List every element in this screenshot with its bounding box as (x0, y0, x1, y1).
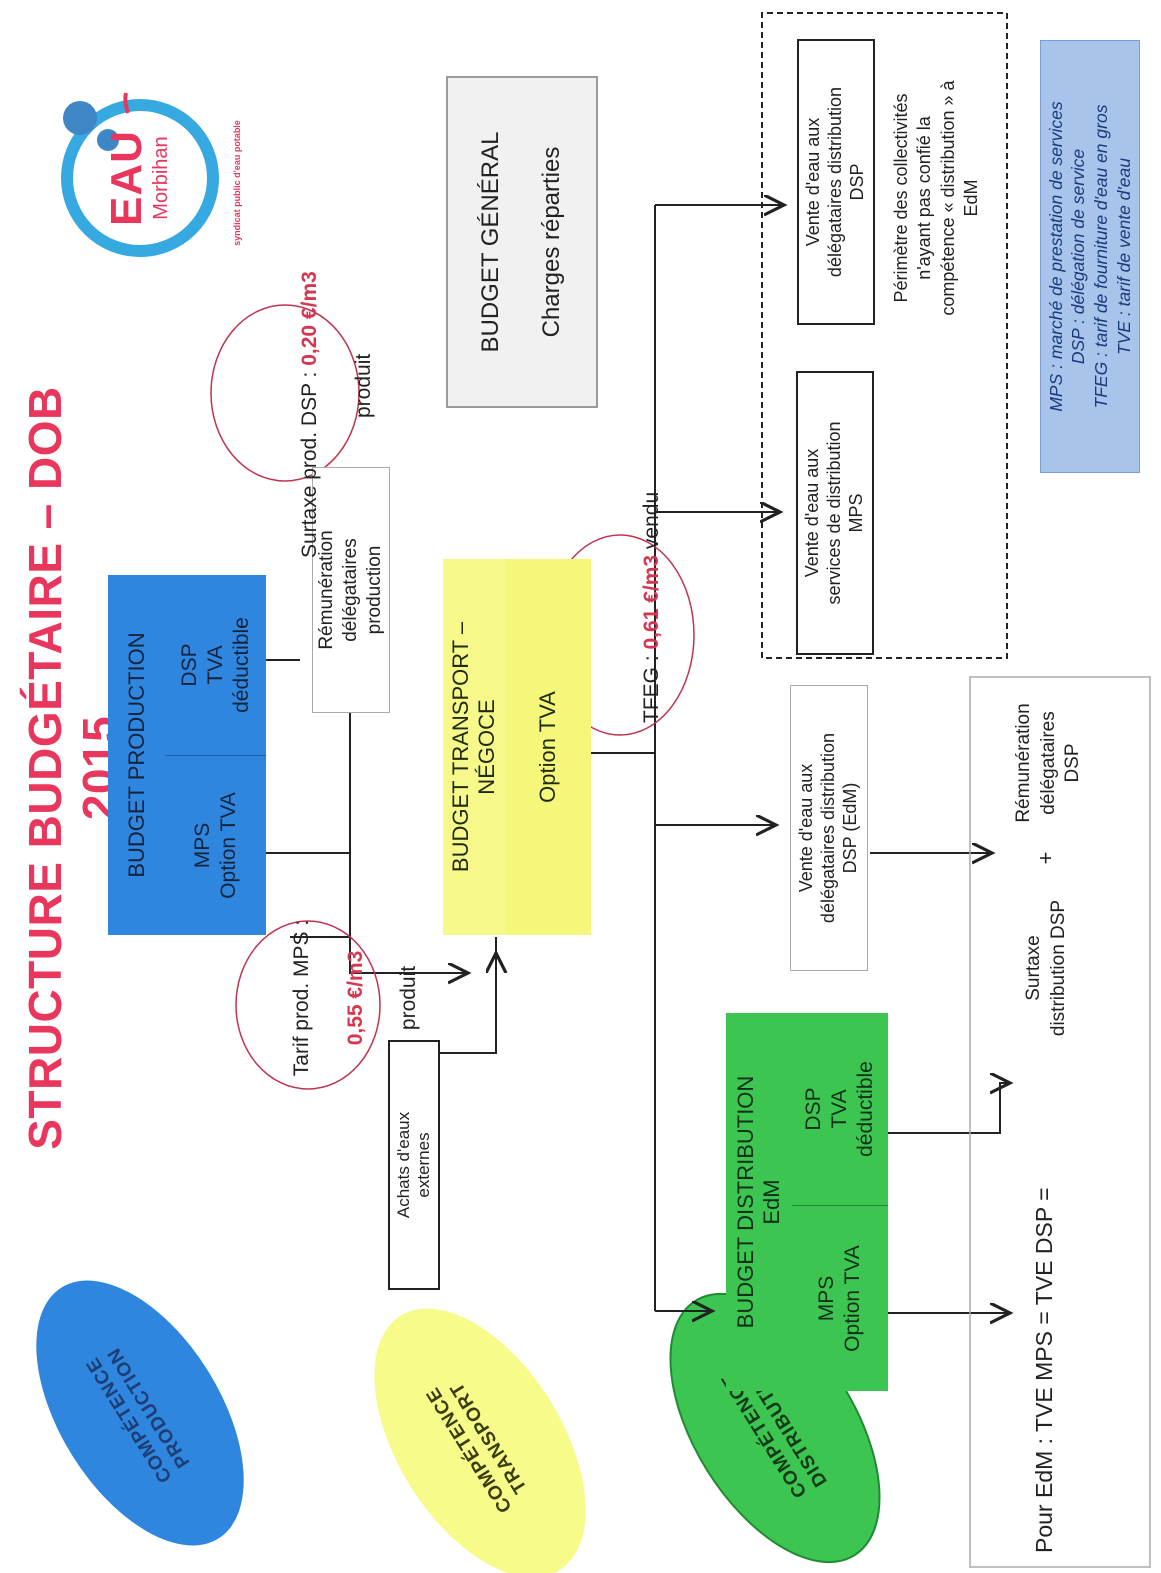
formula-left: Pour EdM : TVE MPS = TVE DSP = (1031, 1187, 1057, 1553)
budget-general-box: BUDGET GÉNÉRAL Charges réparties (446, 76, 598, 408)
formula-remuneration: Rémunération délégataires DSP (1013, 703, 1084, 823)
budget-transport-option: Option TVA (505, 559, 591, 935)
competence-production-ellipse (36, 1280, 244, 1546)
logo-swoosh-icon (123, 92, 130, 114)
surtaxe-prod-value: 0,20 €/m3 (297, 271, 321, 366)
legend-item: MPS : marché de prestation de services (1045, 101, 1066, 412)
vente-edm-box: Vente d'eau aux délégataires distributio… (790, 685, 868, 971)
surtaxe-prod-label: Surtaxe prod. DSP : 0,20 €/m3 produit (270, 228, 378, 558)
connector (349, 713, 468, 973)
connector (888, 1083, 1010, 1134)
perimeter-dashed-frame (761, 12, 1008, 659)
legend-item: TFEG : tarif de fourniture d'eau en gros (1091, 104, 1111, 409)
budget-general-subtitle: Charges réparties (538, 146, 565, 338)
budget-general-title: BUDGET GÉNÉRAL (477, 131, 505, 353)
budget-distribution-dsp: DSP TVA déductible (792, 1013, 888, 1205)
budget-production-header: BUDGET PRODUCTION (108, 575, 166, 935)
logo-drop-small-icon (97, 129, 119, 151)
logo-tagline: syndicat public d'eau potable (232, 120, 242, 246)
formula-surtaxe: Surtaxe distribution DSP (1023, 899, 1069, 1037)
legend-item: DSP : délégation de service (1068, 148, 1089, 365)
legend-item: TVE : tarif de vente d'eau (1113, 158, 1134, 355)
formula-frame (969, 676, 1151, 1568)
competence-transport-ellipse (374, 1308, 586, 1573)
tarif-prod-prefix: Tarif prod. MPS : (289, 919, 313, 1077)
surtaxe-prod-suffix: produit (351, 353, 375, 418)
logo-brand-top: EAU (102, 130, 151, 226)
logo-text: EAU Morbihan (102, 123, 173, 233)
tfeg-value: 0,61 €/m3 (639, 554, 663, 650)
surtaxe-highlight-ellipse (210, 304, 360, 482)
perimetre-note: Périmètre des collectivités n'ayant pas … (891, 80, 982, 316)
connector (440, 953, 496, 1054)
surtaxe-prod-prefix: Surtaxe prod. DSP : (297, 365, 321, 558)
tfeg-suffix: vendu (639, 491, 663, 555)
formula-plus: + (1033, 851, 1058, 865)
budget-production-mps: MPS Option TVA (166, 755, 266, 935)
budget-transport-header: BUDGET TRANSPORT – NÉGOCE (443, 559, 505, 935)
budget-production-dsp: DSP TVA déductible (166, 575, 266, 755)
tfeg-label: TFEG : 0,61 €/m3 vendu (612, 423, 666, 723)
tarif-prod-value: 0,55 €/m3 (343, 950, 367, 1046)
logo-drop-icon (63, 101, 97, 135)
logo-brand-bottom: Morbihan (150, 136, 172, 220)
tfeg-prefix: TFEG : (639, 649, 663, 723)
tarif-highlight-ellipse (235, 920, 381, 1090)
budget-distribution-mps: MPS Option TVA (792, 1205, 888, 1391)
achats-externes-box: Achats d'eaux externes (388, 1040, 440, 1290)
vente-mps-box: Vente d'eau aux services de distribution… (796, 371, 874, 655)
budget-distribution-header: BUDGET DISTRIBUTION EdM (726, 1013, 792, 1391)
legend-box: MPS : marché de prestation de services D… (1040, 40, 1140, 473)
vente-dsp-box: Vente d'eau aux délégataires distributio… (797, 39, 875, 325)
